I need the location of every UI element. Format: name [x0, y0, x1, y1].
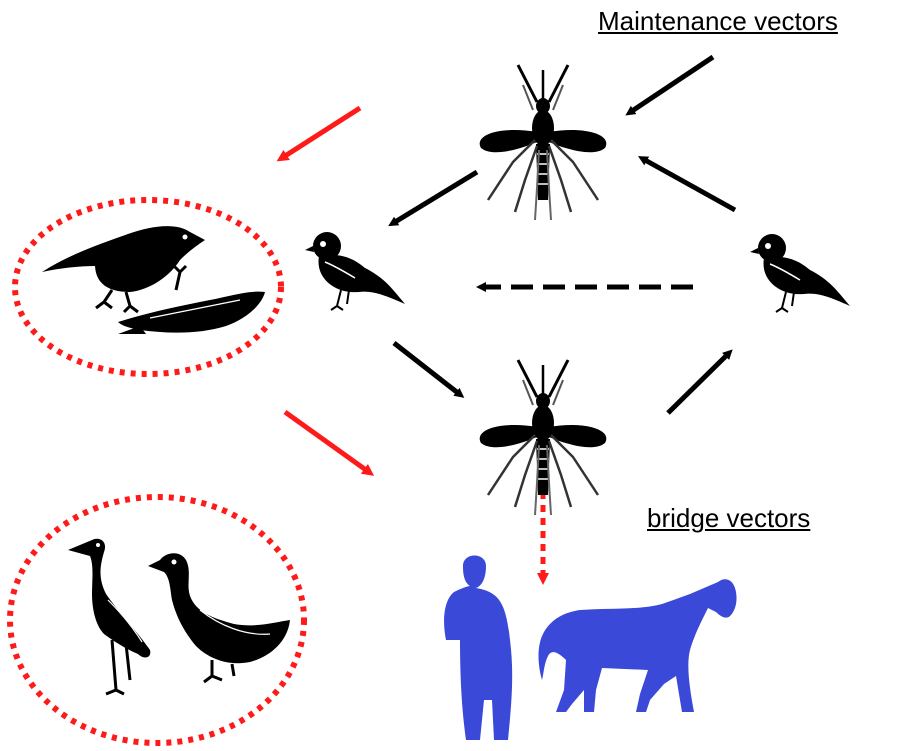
waterbird-group-outline — [10, 497, 304, 743]
maintenance-vectors-label: Maintenance vectors — [598, 6, 838, 37]
crow-icon — [42, 226, 205, 312]
arrow-mosquito-to-bird-left — [395, 172, 477, 222]
mosquito-icon — [480, 360, 607, 515]
human-icon — [444, 556, 512, 741]
duck-icon — [148, 553, 290, 682]
arrow-red-to-bridge-vector — [285, 412, 366, 470]
arrow-red-to-crows — [285, 108, 360, 156]
heron-icon — [68, 539, 150, 694]
bridge-vectors-label: bridge vectors — [647, 503, 810, 534]
arrow-incoming-maintenance — [632, 57, 713, 111]
songbird-icon — [750, 234, 850, 312]
horse-icon — [539, 579, 737, 712]
songbird-icon — [305, 232, 405, 310]
arrow-mosquito-to-bird-right — [668, 355, 727, 413]
arrow-bird-right-to-mosquito — [645, 160, 735, 210]
mosquito-icon — [480, 65, 607, 220]
arrow-bird-left-to-mosquito — [394, 343, 458, 393]
